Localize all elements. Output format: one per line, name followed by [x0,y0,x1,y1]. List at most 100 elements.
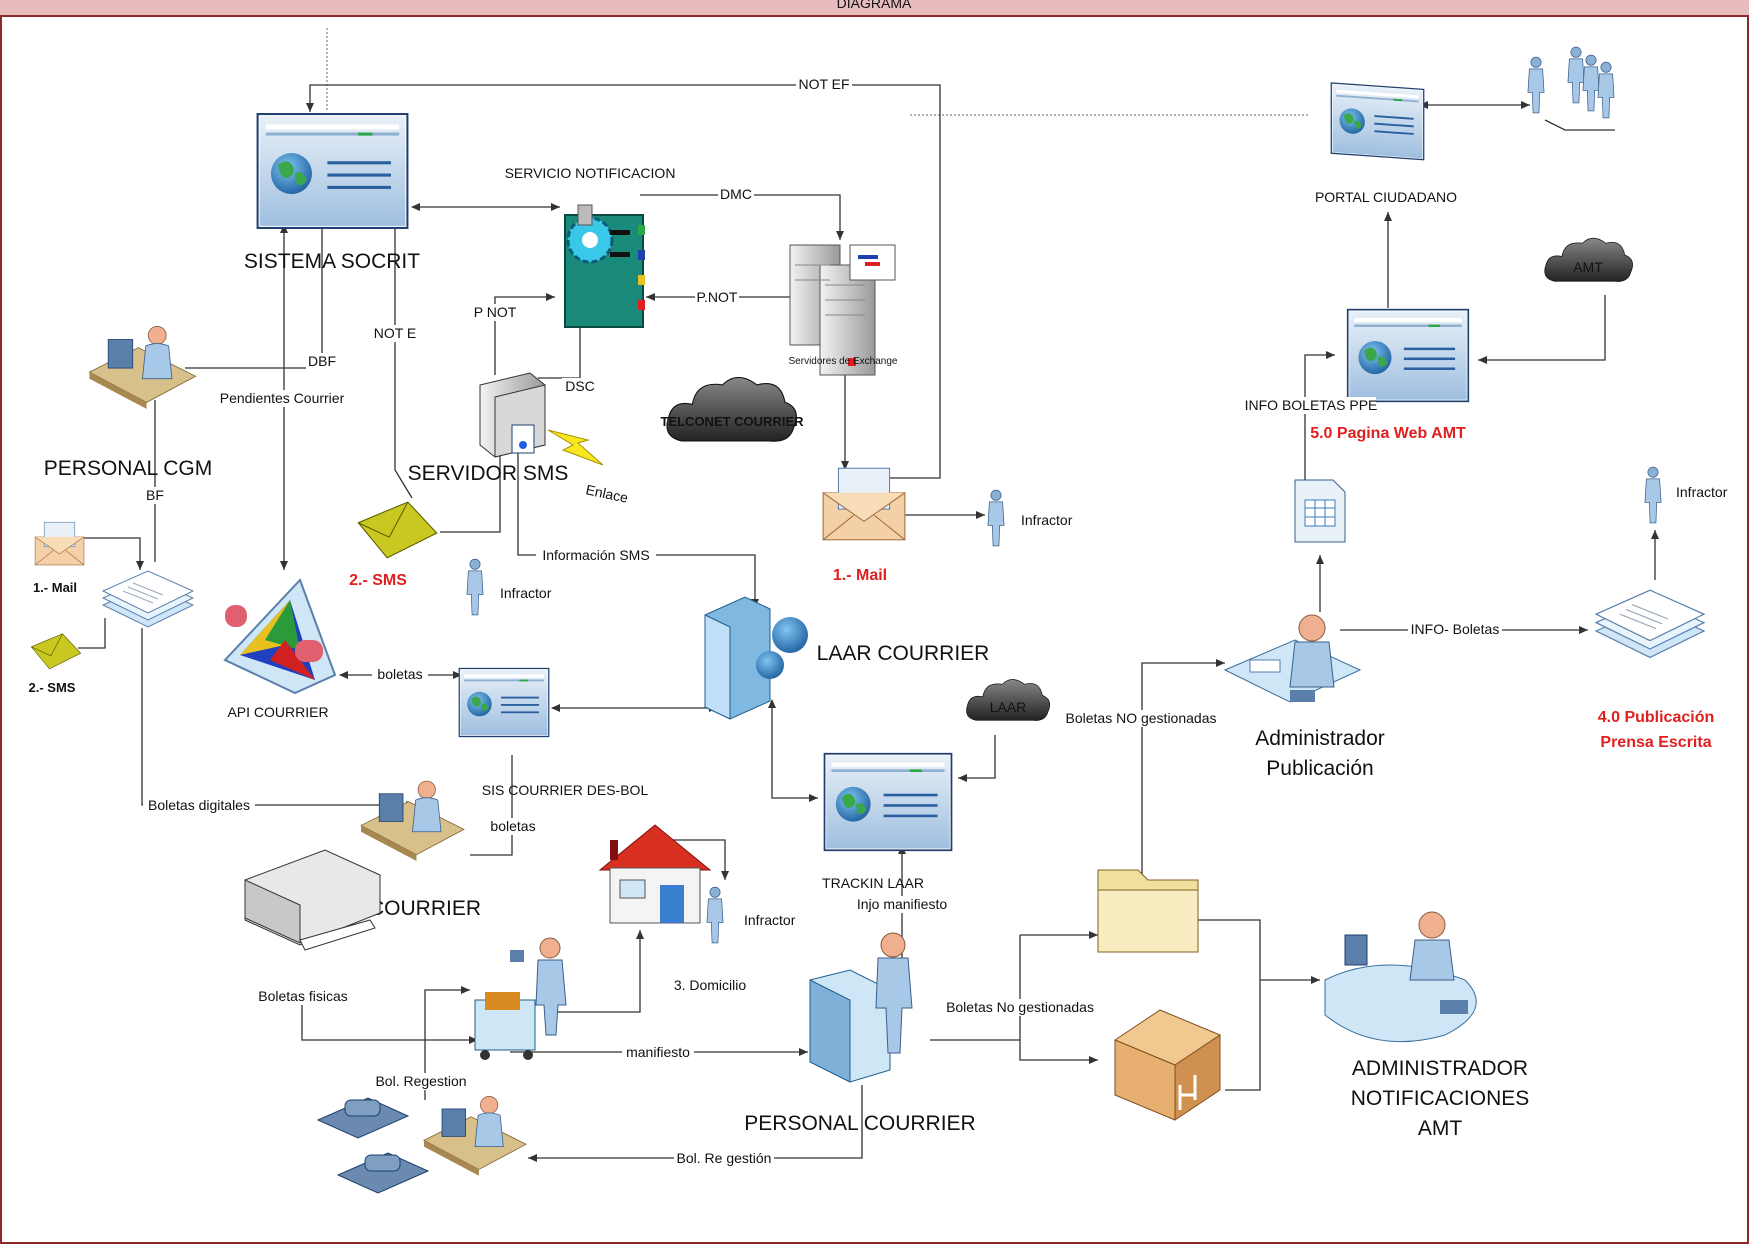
label-not-ef: NOT EF [798,76,849,92]
edge-bol-regestion [424,986,470,1100]
mail-red-label: 1.- Mail [833,567,887,584]
label-bol-re-gestion: Bol. Re gestión [677,1150,772,1166]
admin-notif-label-3: AMT [1418,1117,1463,1140]
api-courrier-icon [223,578,337,695]
edge-folder-admin [1195,919,1261,1091]
left-sms-label: 2.- SMS [29,680,76,695]
label-bf: BF [146,487,164,503]
label-boletas-api: boletas [377,666,422,682]
publicacion-label-1: 4.0 Publicación [1598,709,1714,726]
admin-pub-label-1: Administrador [1255,727,1385,750]
label-boletas-fisicas: Boletas fisicas [258,988,347,1004]
portal-ciudadano-screen [1330,81,1425,161]
infractor-home-icon [706,886,724,944]
edge-dmc [640,194,844,240]
infractor-sms-label: Infractor [500,585,552,601]
label-pendientes: Pendientes Courrier [220,390,345,406]
label-manifiesto: manifiesto [626,1044,690,1060]
document-table-icon [1294,479,1346,543]
infractor-pub-label: Infractor [1676,484,1728,500]
edge-cart-house [548,930,644,1013]
edge-dbf [185,225,323,369]
amt-cloud-label: AMT [1573,259,1603,275]
exchange-label: Servidores de Exchange [789,356,898,367]
courrier-label: COURRIER [369,897,481,920]
sis-courrier-screen [458,667,550,738]
cart-worker-icon [474,937,567,1060]
label-boletas-NO-gest: Boletas NO gestionadas [1066,710,1217,726]
telconet-cloud [666,376,797,442]
personal-cgm-icon [89,326,196,410]
house-icon [598,824,712,924]
pagina-web-screen [1346,308,1470,403]
edge-sms-server [440,440,501,533]
edge-not-e [394,200,413,499]
edge-laarcloud-trackin [958,735,996,782]
infractor-mail-label: Infractor [1021,512,1073,528]
admin-pub-label-2: Publicación [1266,757,1373,780]
sis-courrier-label: SIS COURRIER DES-BOL [482,782,649,798]
servidor-sms-icon [479,372,604,466]
edge-no-gest-box [1019,935,1098,1064]
edge-amt-web [1478,295,1606,364]
edge-p-not-left [494,293,555,375]
label-enlace: Enlace [584,481,629,506]
servicio-notificacion-icon [564,204,645,328]
servicio-notificacion-label: SERVICIO NOTIFICACION [505,165,676,181]
laar-cloud-label: LAAR [990,699,1027,715]
infractor-pub-icon [1644,466,1662,524]
sistema-socrit-screen [256,113,409,229]
left-documents-stack [102,570,194,628]
edge-folder-adminpub [1141,659,1225,875]
exchange-servers-icon [789,244,896,376]
publicacion-stack-icon [1595,589,1705,659]
operator-worker-icon [423,1095,527,1177]
label-p-not-right: P.NOT [697,289,738,305]
label-info-boletas: INFO- Boletas [1411,621,1500,637]
edge-boletas-fisicas [301,1000,478,1044]
edge-sis-courrier [470,755,513,856]
label-boletas-no-gest: Boletas No gestionadas [946,999,1094,1015]
edge-boletas-digitales [141,628,415,809]
publicacion-label-2: Prensa Escrita [1600,734,1711,751]
edge-dsc [538,326,581,379]
courrier-worker-icon [360,780,465,862]
admin-notificaciones-icon [1324,911,1477,1043]
admin-publicacion-icon [1223,614,1362,703]
trackin-laar-screen [823,752,953,852]
page-frame [0,15,1749,1244]
label-dsc: DSC [565,378,595,394]
admin-notif-label-2: NOTIFICACIONES [1351,1087,1530,1110]
infractor-sms-icon [466,558,484,616]
servidor-sms-label: SERVIDOR SMS [408,462,569,485]
infractor-home-label: Infractor [744,912,796,928]
sms-red-label: 2.- SMS [349,572,407,589]
laar-building-icon [704,596,808,720]
label-dbf: DBF [308,353,336,369]
label-boletas-digitales: Boletas digitales [148,797,250,813]
header-band [0,0,1749,16]
admin-notif-label-1: ADMINISTRADOR [1352,1057,1528,1080]
package-icon [1113,1009,1222,1121]
personal-cgm-label: PERSONAL CGM [44,457,212,480]
left-mail-icon [34,521,85,566]
edge-info-ppe [1304,351,1335,480]
edges [78,84,1659,1162]
portal-ciudadano-label: PORTAL CIUDADANO [1315,189,1457,205]
edge-mail-stack [80,537,144,570]
edge-laar-trackin [768,699,818,802]
phones-icon [316,1097,430,1194]
left-sms-icon [30,633,82,670]
sistema-socrit-label: SISTEMA SOCRIT [244,250,420,273]
label-boletas-courrier: boletas [490,818,535,834]
edge-not-ef [306,84,941,479]
printer-icon [244,849,381,951]
edge-sms-stack [78,618,106,649]
personal-courrier-label: PERSONAL COURRIER [744,1112,975,1135]
label-info-ppe: INFO BOLETAS PPE [1245,397,1378,413]
api-courrier-label: API COURRIER [227,704,328,720]
telconet-label: TELCONET COURRIER [661,414,805,429]
personal-courrier-icon [809,932,913,1083]
domicilio-label: 3. Domicilio [674,977,747,993]
